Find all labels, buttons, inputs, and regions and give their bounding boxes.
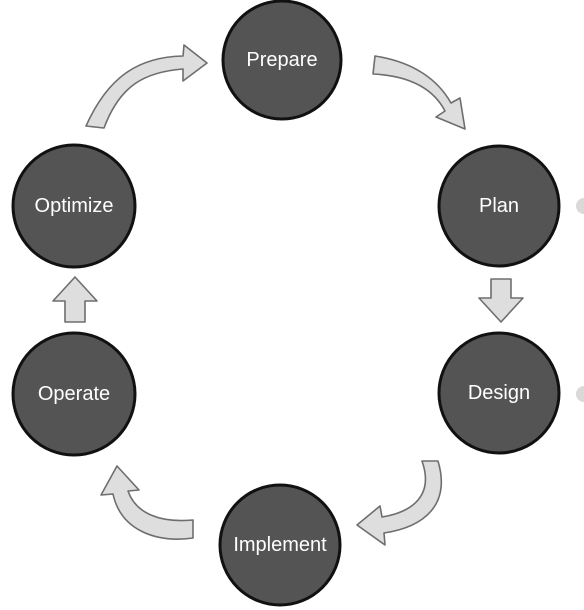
stage-circle-optimize bbox=[11, 143, 137, 269]
stage-label-implement: Implement bbox=[233, 534, 327, 556]
stage-node-prepare: Prepare bbox=[221, 0, 343, 121]
stage-label-operate: Operate bbox=[38, 383, 110, 405]
stage-circle-implement bbox=[218, 483, 342, 607]
stage-label-prepare: Prepare bbox=[246, 49, 317, 71]
stage-label-plan: Plan bbox=[479, 195, 519, 217]
stage-label-design: Design bbox=[468, 382, 530, 404]
stage-node-optimize: Optimize bbox=[11, 143, 137, 269]
edge-artifact-top bbox=[576, 198, 584, 214]
stage-node-operate: Operate bbox=[11, 331, 137, 457]
arrow-optimize-to-prepare bbox=[85, 44, 208, 129]
arrow-operate-to-optimize bbox=[52, 276, 98, 323]
stage-circle-design bbox=[437, 331, 561, 455]
stage-circle-prepare bbox=[221, 0, 343, 121]
stage-node-design: Design bbox=[437, 331, 561, 455]
stage-node-plan: Plan bbox=[437, 144, 561, 268]
stage-circle-operate bbox=[11, 331, 137, 457]
edge-artifact-bottom bbox=[576, 386, 584, 402]
arrow-implement-to-operate bbox=[100, 465, 194, 540]
arrow-plan-to-design bbox=[478, 278, 524, 323]
stage-circle-plan bbox=[437, 144, 561, 268]
arrow-prepare-to-plan bbox=[372, 55, 466, 130]
stage-label-optimize: Optimize bbox=[35, 195, 114, 217]
stage-node-implement: Implement bbox=[218, 483, 342, 607]
arrow-design-to-implement bbox=[356, 460, 443, 546]
